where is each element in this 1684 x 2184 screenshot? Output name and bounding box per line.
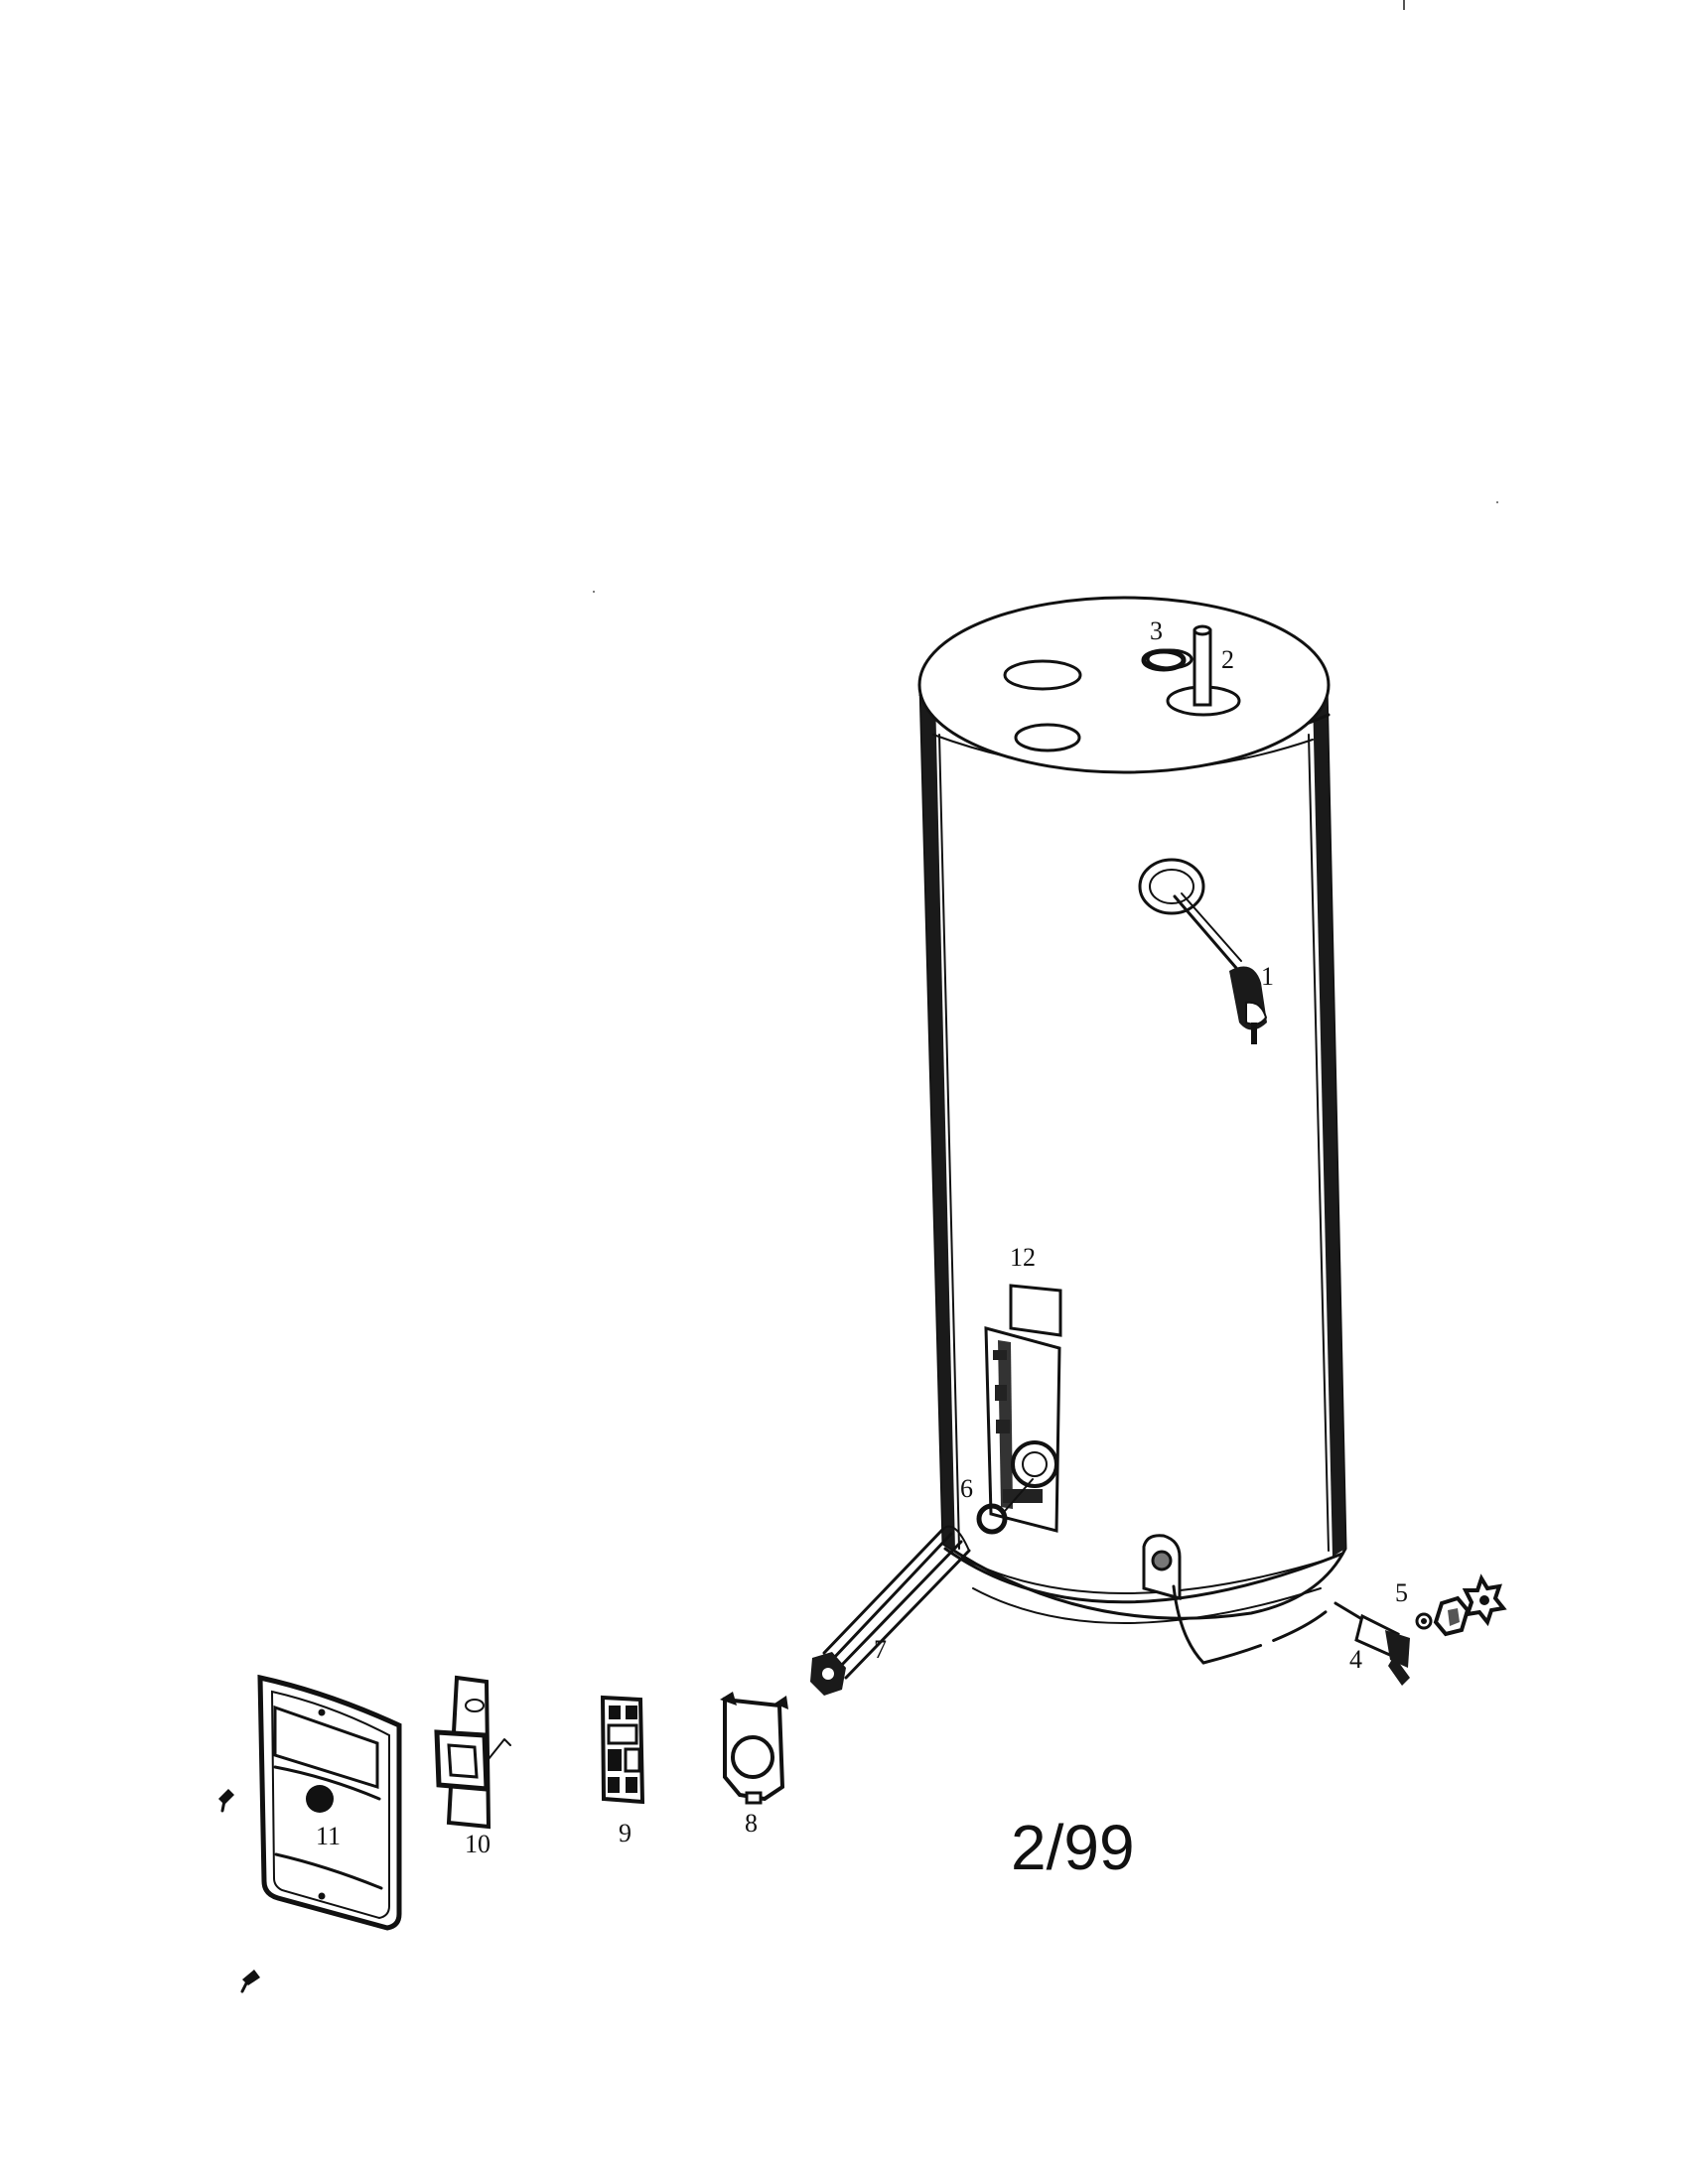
part-6-gasket [976, 1478, 1034, 1535]
callout-1: 1 [1261, 962, 1274, 991]
callout-4: 4 [1349, 1645, 1362, 1674]
part-11-access-cover [257, 1674, 402, 1931]
callout-8: 8 [745, 1809, 758, 1838]
part-10-insulation-bracket [434, 1675, 511, 1830]
part-5-nut-set [1415, 1573, 1507, 1637]
callout-10: 10 [465, 1830, 491, 1858]
part-7-heating-element [810, 1525, 971, 1696]
part-12-rating-label [1009, 1284, 1062, 1337]
part-2-dip-tube [1193, 624, 1212, 707]
callout-6: 6 [960, 1474, 973, 1503]
callout-2: 2 [1221, 645, 1234, 674]
scan-specks [593, 0, 1498, 593]
part-1-upper-fitting [1173, 892, 1268, 1044]
callout-labels: 1 2 3 4 5 6 7 8 9 10 11 12 [316, 616, 1408, 1858]
part-4-drain-valve [1172, 1584, 1410, 1686]
callout-7: 7 [874, 1635, 887, 1664]
revision-code: 2/99 [1011, 1812, 1135, 1883]
top-opening-left [1003, 659, 1082, 691]
cover-screw-lower [240, 1970, 260, 1993]
callout-12: 12 [1010, 1243, 1036, 1272]
part-3-ring [1141, 648, 1187, 672]
water-heater-tank [917, 596, 1347, 1624]
callout-9: 9 [619, 1819, 632, 1847]
cover-screw-upper [218, 1789, 234, 1813]
top-opening-front [1014, 723, 1081, 752]
callout-3: 3 [1150, 616, 1163, 645]
part-9-thermostat [600, 1695, 645, 1805]
callout-11: 11 [316, 1822, 341, 1850]
part-8-thermostat-bracket [720, 1692, 788, 1805]
callout-5: 5 [1395, 1578, 1408, 1607]
